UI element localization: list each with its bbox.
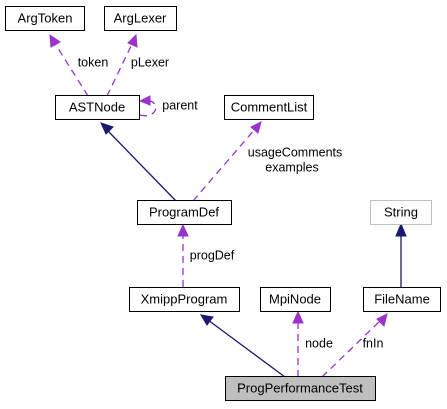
edge-progperformancetest-filename [321,313,388,378]
edge-xmippprogram-programdef [177,223,189,287]
edge-label-token: token [78,55,109,69]
node-astnode[interactable]: ASTNode [55,95,140,120]
node-label-mpinode: MpiNode [269,291,321,306]
edge-label-parent: parent [162,98,198,112]
node-label-xmippprogram: XmippProgram [141,291,228,306]
node-argtoken[interactable]: ArgToken [5,6,85,31]
node-label-arglexer: ArgLexer [114,10,167,25]
node-arglexer[interactable]: ArgLexer [104,6,177,31]
edge-filename-string [395,222,407,287]
node-xmippprogram[interactable]: XmippProgram [129,287,240,312]
edge-progperformancetest-xmippprogram [200,314,286,378]
node-label-programdef: ProgramDef [149,204,219,219]
node-filename[interactable]: FileName [363,287,441,312]
edge-astnode-arglexer [106,33,138,97]
node-label-argtoken: ArgToken [18,10,73,25]
node-label-progperformancetest: ProgPerformanceTest [237,380,363,395]
node-label-string: String [384,204,418,219]
edge-programdef-commentlist [192,121,262,202]
edge-programdef-astnode [100,122,177,202]
edge-label-usagecomments: usageComments [248,145,343,159]
edge-label-progdef: progDef [190,248,235,262]
edge-progperformancetest-mpinode [292,310,304,377]
node-commentlist[interactable]: CommentList [224,95,314,120]
edge-astnode-self [138,95,157,117]
edge-label-node: node [305,336,333,350]
node-string[interactable]: String [370,200,432,225]
node-label-filename: FileName [374,291,430,306]
node-label-commentlist: CommentList [231,99,308,114]
edge-label-fnin: fnIn [363,336,384,350]
node-label-astnode: ASTNode [69,99,125,114]
edge-label-examples: examples [265,160,319,174]
edge-label-plexer: pLexer [131,55,169,69]
edge-astnode-argtoken [49,33,89,97]
node-programdef[interactable]: ProgramDef [137,200,232,225]
node-progperformancetest[interactable]: ProgPerformanceTest [225,376,376,401]
node-mpinode[interactable]: MpiNode [260,287,331,312]
